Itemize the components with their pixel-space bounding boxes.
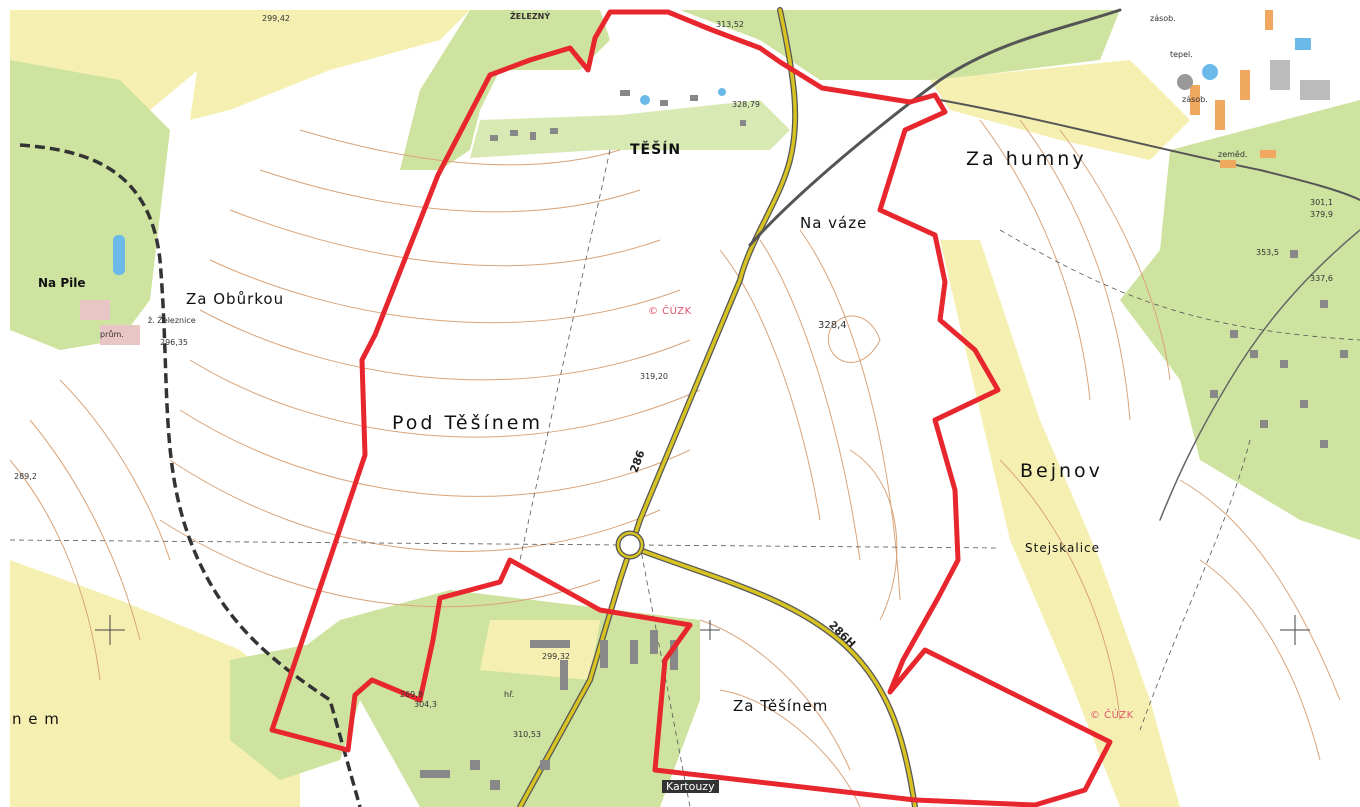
elevation-label: 310,53 (513, 730, 541, 739)
pond-north-1 (640, 95, 650, 105)
roads (517, 7, 1360, 807)
label-hr: hř. (504, 690, 515, 699)
label-za-tesinem: Za Těšínem (733, 697, 829, 715)
grid-crosses (95, 615, 1310, 645)
label-tepel: tepel. (1170, 50, 1193, 59)
watermark-cuzk: © ČÚZK (648, 306, 692, 317)
label-tesin: TĚŠÍN (630, 142, 682, 158)
label-zel: ž. Železnice (148, 316, 196, 325)
meadow-north-center (190, 10, 470, 120)
elevation-label: 304,3 (414, 700, 437, 709)
elevation-label: 319,20 (640, 372, 668, 381)
label-bejnov: Bejnov (1020, 460, 1103, 482)
elevation-label: 313,52 (716, 20, 744, 29)
elevation-label: 353,5 (1256, 248, 1279, 257)
elevation-label: 296,35 (160, 338, 188, 347)
meadow-south-town (480, 620, 600, 680)
label-kartouzy: Kartouzy (662, 780, 719, 793)
elevation-label: 328,79 (732, 100, 760, 109)
label-stejskalice: Stejskalice (1025, 541, 1101, 555)
elevation-label: 337,6 (1310, 274, 1333, 283)
label-zasob: zásob. (1182, 95, 1208, 104)
label-nem: n e m (12, 710, 60, 728)
forest-east (1120, 100, 1360, 540)
elevation-label: 289,2 (14, 472, 37, 481)
forest-strip-tesin (470, 100, 790, 158)
elevation-label: 299,32 (542, 652, 570, 661)
pond-north-2 (718, 88, 726, 96)
label-za-oburkou: Za Obůrkou (186, 290, 285, 308)
label-zemed: zeměd. (1218, 150, 1248, 159)
elevation-label: 299,42 (262, 14, 290, 23)
cadastral-boundary (269, 9, 1113, 807)
label-na-pile: Na Pile (38, 276, 86, 290)
railway-line (19, 143, 362, 807)
label-za-humny: Za humny (966, 148, 1087, 170)
pond-na-pile (113, 235, 125, 275)
meadow-south-west (10, 560, 300, 807)
forest-west (10, 60, 170, 350)
pond-industrial (1202, 64, 1218, 80)
field-paths (9, 149, 1360, 807)
buildings (80, 10, 1348, 790)
elevation-label: 379,9 (1310, 210, 1333, 219)
label-na-vaze: Na váze (800, 214, 868, 232)
label-pod-tesinem: Pod Těšínem (392, 412, 543, 434)
meadow-east-belt (940, 240, 1180, 807)
pond-north-east (1295, 38, 1311, 50)
label-zelezny: ŽELEZNÝ (510, 12, 551, 21)
label-prum: prům. (100, 330, 124, 339)
elevation-label: 269,8 (400, 690, 423, 699)
label-zasob: zásob. (1150, 14, 1176, 23)
forest-north-top (680, 10, 1120, 80)
elevation-label: 328,4 (818, 320, 847, 331)
contour-lines (9, 119, 1341, 807)
storage-tank (1177, 74, 1193, 90)
meadow-north-east (930, 60, 1190, 160)
elevation-label: 301,1 (1310, 198, 1333, 207)
watermark-cuzk: © ČÚZK (1090, 710, 1134, 721)
